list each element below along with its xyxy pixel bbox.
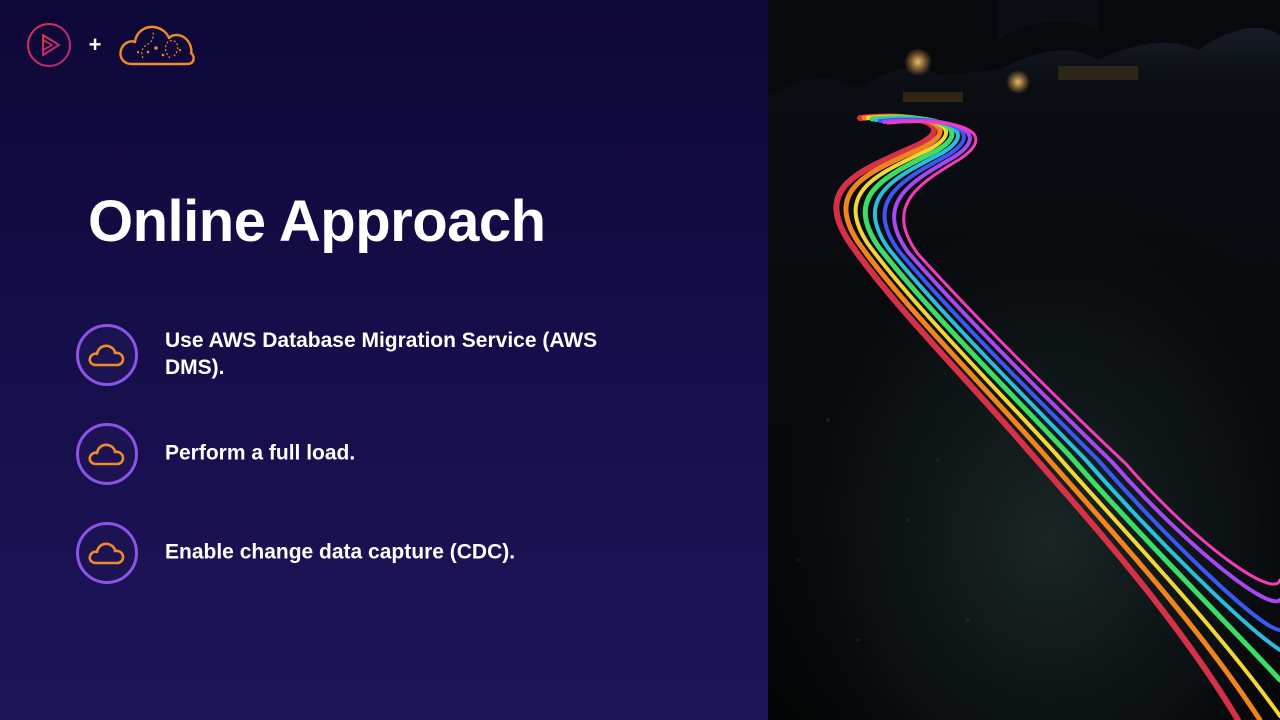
- content-panel: + Online Approach Use AWS Data: [0, 0, 768, 720]
- bullet-text: Use AWS Database Migration Service (AWS …: [165, 329, 598, 379]
- aws-cloud-icon: [119, 25, 195, 66]
- bullet-badge: [76, 522, 138, 584]
- header-logos: +: [26, 22, 196, 68]
- bullet-item: Perform a full load.: [76, 423, 696, 485]
- slide-title: Online Approach: [88, 189, 546, 254]
- bullet-text: Perform a full load.: [165, 441, 356, 465]
- bullet-list: Use AWS Database Migration Service (AWS …: [76, 324, 696, 621]
- bullet-text: Enable change data capture (CDC).: [165, 540, 516, 564]
- bullet-badge: [76, 423, 138, 485]
- plus-sign: +: [88, 32, 102, 57]
- light-trail-photo: [768, 0, 1280, 720]
- bullet-badge: [76, 324, 138, 386]
- light-trail-illustration: [768, 0, 1280, 720]
- bullet-item: Use AWS Database Migration Service (AWS …: [76, 324, 696, 386]
- bullet-item: Enable change data capture (CDC).: [76, 522, 696, 584]
- cloud-icon: [88, 542, 125, 565]
- pluralsight-play-icon: [27, 23, 71, 67]
- cloud-icon: [88, 344, 125, 367]
- cloud-icon: [88, 443, 125, 466]
